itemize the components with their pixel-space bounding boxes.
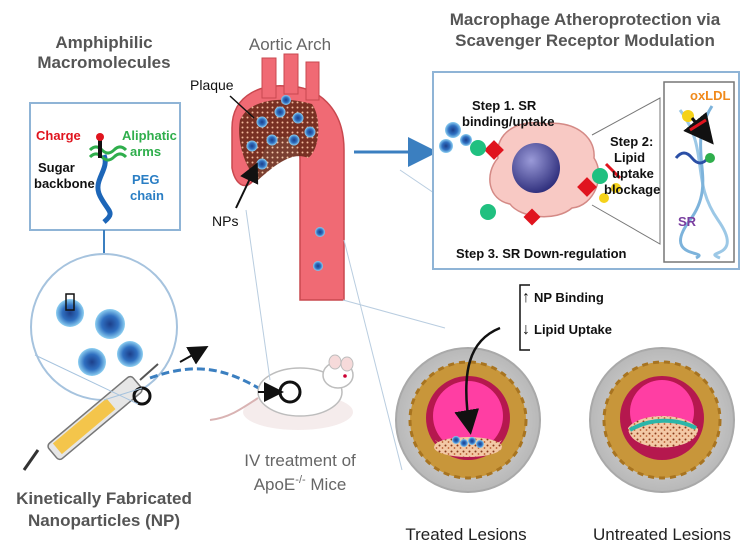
nanoparticle-icon: [117, 341, 143, 367]
untreated-lesions-label: Untreated Lesions: [593, 525, 731, 544]
zoom-line: [342, 299, 446, 329]
aorta-arch: [231, 53, 345, 301]
aliphatic-label-line2: arms: [130, 144, 161, 159]
oxldl-block-mark: [689, 118, 707, 132]
right-title-line2: Scavenger Receptor Modulation: [455, 31, 715, 50]
step2-line3: uptake: [612, 166, 654, 181]
oxldl-inset: [663, 81, 735, 263]
zoom-line: [103, 387, 143, 401]
aliphatic-arm: [88, 152, 128, 162]
lipid-uptake-down-arrow: ↓: [522, 321, 530, 338]
panel-nanoparticles: [439, 122, 472, 153]
np-binding-label: NP Binding: [534, 290, 604, 305]
mice-apoe: ApoE: [254, 475, 296, 494]
sugar-label-line1: Sugar: [38, 160, 75, 175]
binding-arrow: [454, 326, 501, 435]
nps-label: NPs: [212, 213, 238, 229]
mice-label-line1: IV treatment of: [244, 451, 356, 470]
charge-label: Charge: [36, 128, 81, 143]
molecule-highlight-box: [65, 293, 75, 311]
macromolecule-head: [705, 153, 715, 163]
lipid-uptake-label: Lipid Uptake: [534, 322, 612, 337]
zoom-line: [245, 209, 271, 381]
sugar-label-line2: backbone: [34, 176, 95, 191]
effects-bracket: [519, 284, 530, 351]
oxldl-arrow: [683, 111, 714, 145]
step2-line1: Step 2:: [610, 134, 653, 149]
bottom-left-title-line2: Nanoparticles (NP): [28, 511, 180, 530]
zoom-line: [343, 239, 403, 471]
zoom-cone: [591, 97, 661, 245]
oxldl-label: oxLDL: [690, 88, 731, 103]
charge-dot: [96, 133, 104, 141]
nanoparticle-icon: [78, 348, 106, 376]
peg-label-line2: chain: [130, 188, 164, 203]
treated-lesions-label: Treated Lesions: [405, 525, 526, 544]
step1-line2: binding/uptake: [462, 114, 554, 129]
center-title: Aortic Arch: [249, 35, 331, 54]
np-binding-up-arrow: ↑: [522, 289, 530, 306]
nanoparticle-icon: [56, 299, 84, 327]
syringe-icon: [22, 363, 159, 471]
sr-label: SR: [678, 214, 697, 229]
macromolecule-in-inset: [674, 151, 710, 165]
mice-suffix: Mice: [306, 475, 347, 494]
mice-label-line2: ApoE-/- Mice: [254, 474, 347, 494]
peg-chain: [95, 154, 113, 224]
nps-pointer: [235, 162, 259, 209]
step3-label: Step 3. SR Down-regulation: [456, 246, 627, 261]
bottom-left-title-line1: Kinetically Fabricated: [16, 489, 192, 508]
plaque-label: Plaque: [190, 77, 234, 93]
zoom-line: [34, 354, 139, 405]
right-title-line1: Macrophage Atheroprotection via: [450, 10, 721, 29]
mice-superscript: -/-: [295, 474, 306, 486]
peg-label-line1: PEG: [132, 172, 159, 187]
mouse-highlight-circle: [278, 380, 302, 404]
aorta-nanoparticles: [246, 95, 325, 271]
plaque-pointer: [229, 95, 255, 119]
block-mark: [604, 162, 622, 180]
step2-line2: Lipid: [614, 150, 645, 165]
step1-line1: Step 1. SR: [472, 98, 537, 113]
left-title-line2: Macromolecules: [37, 53, 170, 72]
step2-line4: blockage: [604, 182, 660, 197]
untreated-lesion: [589, 347, 735, 493]
aliphatic-arm: [88, 145, 128, 155]
aliphatic-label-line1: Aliphatic: [122, 128, 177, 143]
left-title-line1: Amphiphilic: [55, 33, 152, 52]
macrophage-cell: [489, 121, 600, 218]
nanoparticle-icon: [95, 309, 125, 339]
injection-arrow: [179, 346, 209, 365]
